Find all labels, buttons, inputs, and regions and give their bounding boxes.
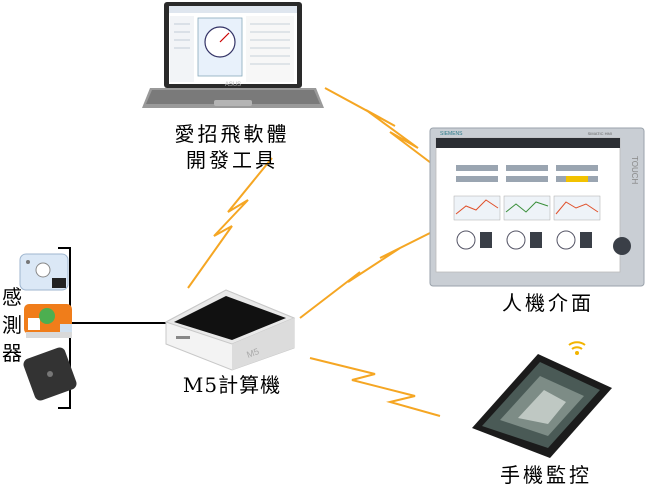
label-sensor-2: 測 bbox=[2, 313, 22, 337]
label-phone: 手機監控 bbox=[500, 463, 592, 487]
label-dev-tool-line1: 愛招飛軟體 bbox=[175, 122, 290, 146]
hmi-brand: SIEMENS bbox=[440, 131, 463, 137]
laptop-brand: ASUS bbox=[225, 82, 241, 88]
hmi-touch: TOUCH bbox=[630, 156, 639, 185]
label-m5: M5計算機 bbox=[183, 373, 281, 397]
hmi-panel-icon: SIEMENS SIMATIC HMI TOUCH bbox=[429, 127, 645, 287]
label-sensor-3: 器 bbox=[2, 341, 22, 365]
hmi-charts bbox=[453, 195, 601, 221]
bolt-laptop-hmi bbox=[324, 87, 436, 167]
svg-text:M5: M5 bbox=[245, 346, 260, 360]
sensor-blue-icon bbox=[19, 253, 69, 291]
label-hmi: 人機介面 bbox=[502, 291, 594, 315]
sensor-orange-icon bbox=[24, 304, 72, 338]
phone-icon bbox=[472, 341, 612, 458]
bolt-m5-hmi bbox=[299, 229, 437, 319]
bolt-m5-laptop bbox=[187, 157, 273, 289]
laptop-icon: ASUS bbox=[142, 2, 324, 108]
label-dev-tool-line2: 開發工具 bbox=[186, 148, 278, 172]
label-sensor-1: 感 bbox=[2, 285, 22, 309]
hmi-gauges bbox=[456, 230, 576, 250]
bolt-m5-phone bbox=[309, 357, 441, 417]
m5-computer-icon: M5 bbox=[164, 289, 296, 371]
wireless-links bbox=[187, 87, 441, 417]
sensor-dark-icon bbox=[23, 347, 77, 401]
hmi-model: SIMATIC HMI bbox=[588, 131, 612, 136]
